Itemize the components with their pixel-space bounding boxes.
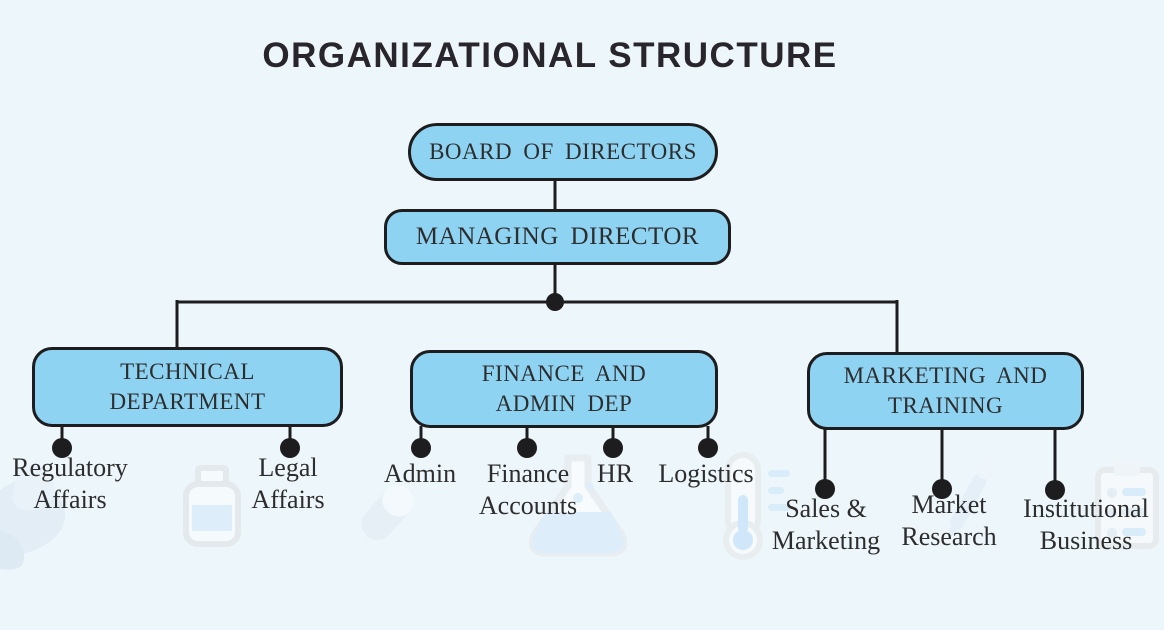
org-node-finance-admin-dep: FINANCE AND ADMIN DEP: [410, 350, 718, 428]
connector-md-to-branch: [175, 263, 899, 353]
org-leaf-legal-affairs: Legal Affairs: [251, 453, 325, 514]
leaf-dot: [932, 479, 952, 499]
thermometer-icon: [723, 452, 790, 560]
leaf-dot: [815, 479, 835, 499]
org-leaf-market-research: Market Research: [901, 490, 997, 551]
org-node-label: MANAGING DIRECTOR: [415, 223, 700, 250]
page-title: ORGANIZATIONAL STRUCTURE: [262, 36, 838, 75]
clipboard-icon: [1095, 461, 1159, 549]
dropper-icon: [947, 458, 996, 542]
org-node-label: FINANCE AND ADMIN DEP: [481, 361, 647, 416]
org-leaf-institutional-business: Institutional Business: [1023, 494, 1149, 555]
leaf-dot: [698, 438, 718, 458]
connector-finance-children: [411, 426, 718, 458]
medicine-bottle-icon: [183, 465, 241, 547]
leaf-dot: [280, 438, 300, 458]
leaf-dot: [603, 438, 623, 458]
leaf-dot: [52, 438, 72, 458]
connector-marketing-children: [815, 429, 1065, 500]
org-leaf-sales-marketing: Sales & Marketing: [771, 494, 881, 555]
org-leaf-finance-accounts: Finance Accounts: [478, 459, 578, 520]
org-node-marketing-training: MARKETING AND TRAINING: [807, 352, 1084, 430]
org-node-label: TECHNICAL DEPARTMENT: [109, 359, 266, 414]
leaf-hand-icon: [0, 464, 66, 570]
org-leaf-hr: HR: [596, 459, 634, 488]
org-node-label: BOARD OF DIRECTORS: [429, 139, 697, 164]
org-node-board-of-directors: BOARD OF DIRECTORS: [408, 123, 718, 181]
org-leaf-logistics: Logistics: [658, 459, 754, 488]
leaf-dot: [1045, 480, 1065, 500]
org-node-managing-director: MANAGING DIRECTOR: [384, 209, 731, 265]
org-leaf-regulatory-affairs: Regulatory Affairs: [12, 453, 128, 514]
leaf-dot: [517, 438, 537, 458]
org-node-label: MARKETING AND TRAINING: [843, 363, 1048, 418]
org-node-technical-department: TECHNICAL DEPARTMENT: [32, 347, 343, 427]
leaf-dot: [411, 438, 431, 458]
org-leaf-admin: Admin: [383, 459, 457, 488]
capsule-icon: [361, 485, 414, 540]
connector-technical-children: [52, 425, 300, 458]
flask-icon: [528, 454, 628, 557]
